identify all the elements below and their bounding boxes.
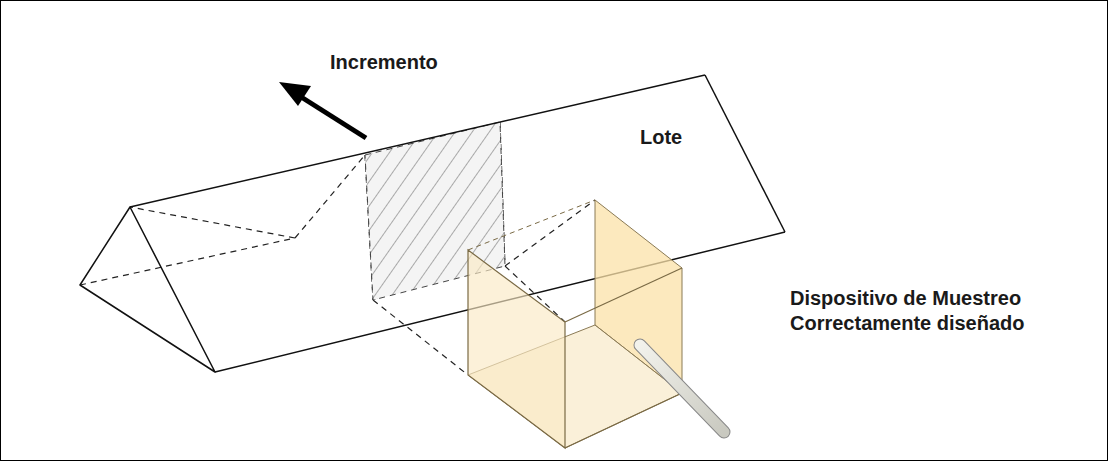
sampling-device <box>468 200 724 448</box>
device-label: Dispositivo de Muestreo Correctamente di… <box>790 286 1040 336</box>
lot-label: Lote <box>640 125 682 150</box>
increment-arrow <box>279 82 366 138</box>
arrow-label: Incremento <box>330 50 438 75</box>
